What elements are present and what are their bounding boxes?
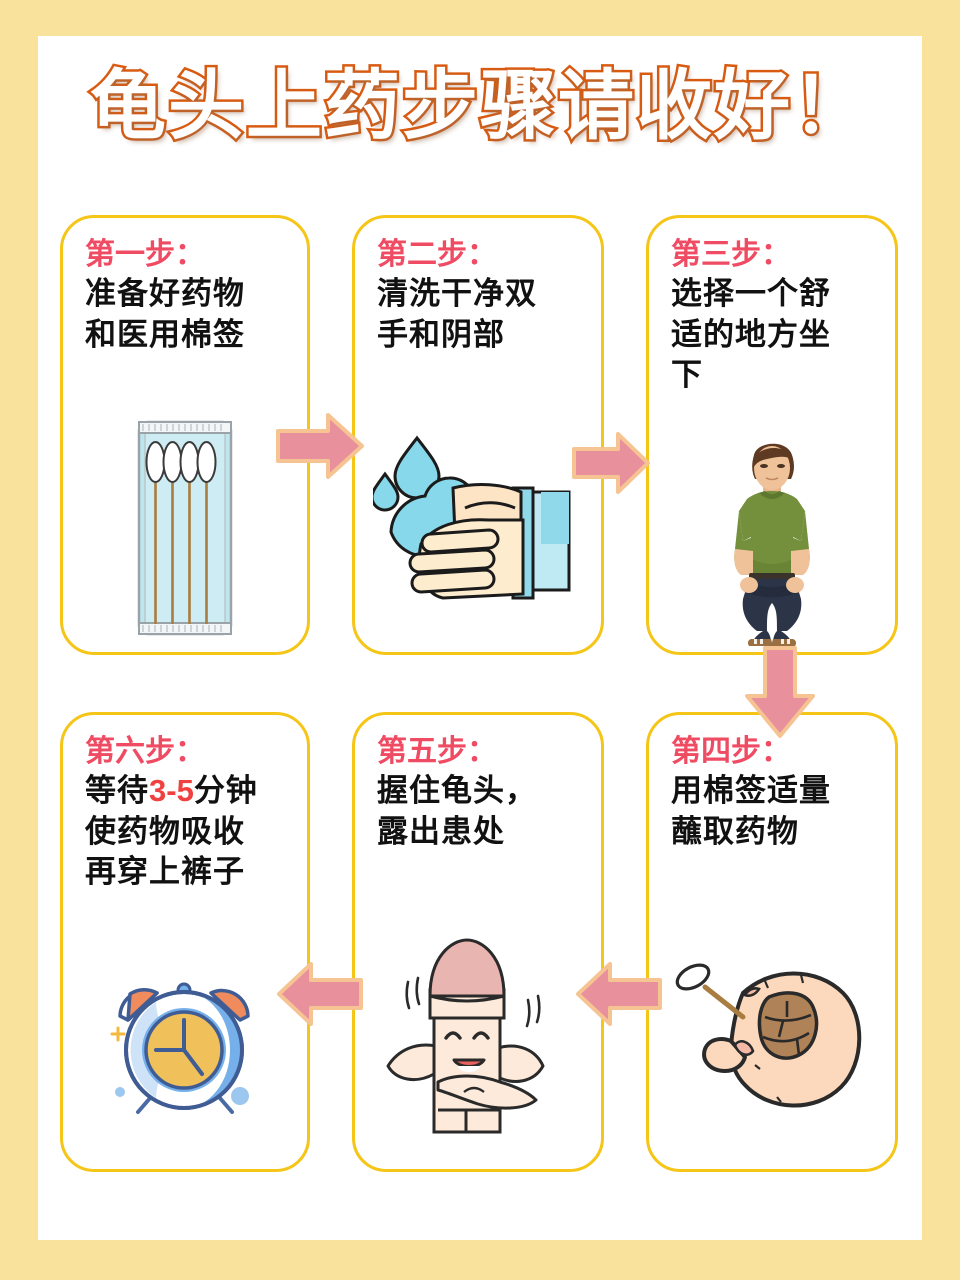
step-card-1[interactable]: 第一步： 准备好药物 和医用棉签 bbox=[60, 215, 310, 655]
page-title: 龟头上药步骤请收好！ bbox=[88, 64, 871, 149]
step-3-line-1: 选择一个舒 bbox=[671, 276, 831, 312]
step-3-illustration bbox=[649, 433, 895, 648]
step-4-label: 第四步： bbox=[671, 735, 791, 768]
step-6-line-3: 再穿上裤子 bbox=[85, 853, 245, 889]
step-6-duration-highlight: 3-5 bbox=[149, 773, 194, 809]
arrow-step5-to-step6 bbox=[277, 962, 363, 1026]
alarm-clock-icon bbox=[110, 982, 250, 1114]
step-3-line-3: 下 bbox=[671, 356, 703, 392]
hand-with-swab-icon bbox=[675, 963, 861, 1108]
step-5-illustration bbox=[355, 909, 601, 1139]
step-6-illustration bbox=[63, 949, 307, 1129]
step-1-text-block: 第一步： 准备好药物 和医用棉签 bbox=[85, 236, 297, 355]
step-5-label: 第五步： bbox=[377, 735, 497, 768]
step-2-line-1: 清洗干净双 bbox=[377, 276, 537, 312]
step-1-label: 第一步： bbox=[85, 238, 205, 271]
seated-man-icon bbox=[734, 443, 810, 646]
step-card-3[interactable]: 第三步： 选择一个舒 适的地方坐 下 bbox=[646, 215, 898, 655]
step-6-line-1: 等待3-5分钟 bbox=[85, 771, 297, 811]
step-1-line-2: 和医用棉签 bbox=[85, 316, 245, 352]
step-2-line-2: 手和阴部 bbox=[377, 316, 505, 352]
step-3-label: 第三步： bbox=[671, 238, 791, 271]
step-5-line-1: 握住龟头， bbox=[377, 773, 537, 809]
step-6-line-1-prefix: 等待 bbox=[85, 773, 149, 809]
step-6-line-1-suffix: 分钟 bbox=[193, 773, 258, 809]
poster-title: 龟头上药步骤请收好！ bbox=[38, 52, 922, 162]
step-2-text-block: 第二步： 清洗干净双 手和阴部 bbox=[377, 236, 591, 355]
step-4-line-2: 蘸取药物 bbox=[671, 813, 799, 849]
arrow-step4-to-step5 bbox=[576, 962, 662, 1026]
step-card-4[interactable]: 第四步： 用棉签适量 蘸取药物 bbox=[646, 712, 898, 1172]
step-4-illustration bbox=[649, 915, 895, 1135]
step-1-line-1: 准备好药物 bbox=[85, 276, 245, 312]
step-1-illustration bbox=[63, 414, 307, 644]
step-3-text-block: 第三步： 选择一个舒 适的地方坐 下 bbox=[671, 236, 885, 395]
step-card-6[interactable]: 第六步： 等待3-5分钟 使药物吸收 再穿上裤子 bbox=[60, 712, 310, 1172]
step-6-text-block: 第六步： 等待3-5分钟 使药物吸收 再穿上裤子 bbox=[85, 733, 297, 892]
arrow-step2-to-step3 bbox=[572, 432, 650, 494]
arrow-step1-to-step2 bbox=[276, 413, 364, 479]
step-6-label: 第六步： bbox=[85, 735, 205, 768]
step-card-2[interactable]: 第二步： 清洗干净双 手和阴部 bbox=[352, 215, 604, 655]
cartoon-glans-icon bbox=[386, 938, 545, 1134]
hand-washing-icon bbox=[373, 435, 571, 600]
step-card-5[interactable]: 第五步： 握住龟头， 露出患处 bbox=[352, 712, 604, 1172]
step-5-line-2: 露出患处 bbox=[377, 813, 505, 849]
cotton-swab-pack-icon bbox=[137, 420, 233, 636]
step-5-text-block: 第五步： 握住龟头， 露出患处 bbox=[377, 733, 591, 852]
step-2-label: 第二步： bbox=[377, 238, 497, 271]
step-4-text-block: 第四步： 用棉签适量 蘸取药物 bbox=[671, 733, 885, 852]
step-3-line-2: 适的地方坐 bbox=[671, 316, 831, 352]
step-2-illustration bbox=[355, 402, 601, 622]
step-6-line-2: 使药物吸收 bbox=[85, 813, 245, 849]
step-4-line-1: 用棉签适量 bbox=[671, 773, 831, 809]
arrow-step3-to-step4 bbox=[743, 646, 817, 738]
